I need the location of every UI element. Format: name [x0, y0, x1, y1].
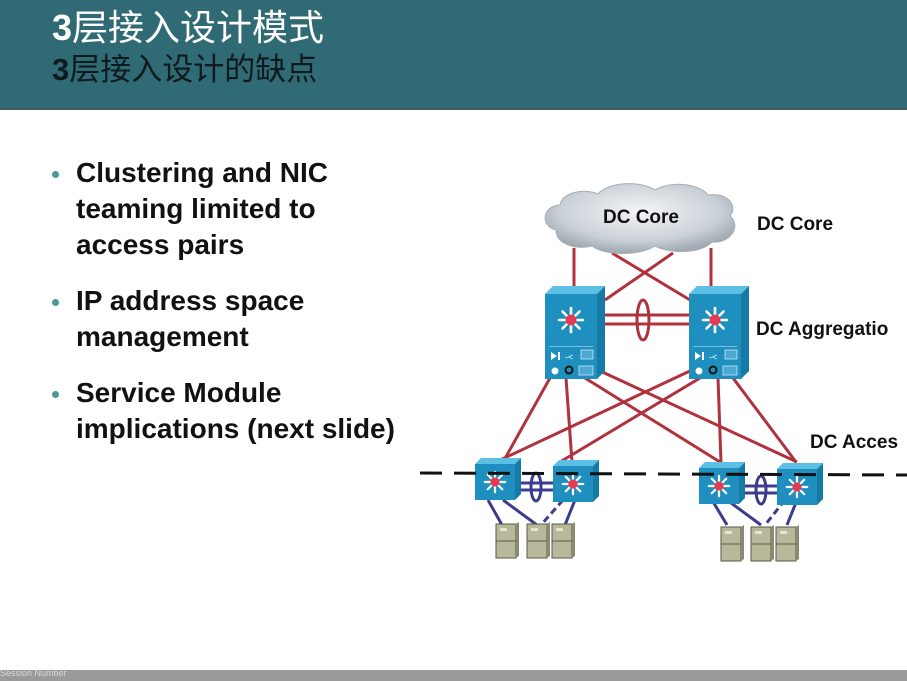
switch-star-icon: [483, 470, 507, 494]
dc-core-cloud-icon: DC Core: [544, 183, 736, 254]
server-icon: [720, 525, 744, 562]
aggregation-switch-left[interactable]: -<: [545, 286, 605, 379]
server-icon: [750, 525, 774, 562]
access-switch-4[interactable]: [777, 463, 823, 505]
aggregation-downlinks: [495, 368, 798, 464]
bullet-dot-icon: [52, 299, 59, 306]
svg-text:-<: -<: [709, 352, 717, 362]
access-server-links: [486, 498, 799, 527]
bullet-dot-icon: [52, 171, 59, 178]
layer-label-access: DC Acces: [810, 432, 898, 453]
bullet-dot-icon: [52, 391, 59, 398]
switch-star-icon: [707, 474, 731, 498]
slide-header: 3层接入设计模式 3层接入设计的缺点: [0, 0, 907, 110]
core-uplinks: [572, 248, 713, 302]
port-channel-icon: [529, 471, 543, 503]
access-switch-2[interactable]: [553, 460, 599, 502]
switch-star-icon: [785, 475, 809, 499]
layer-label-aggregation: DC Aggregatio: [756, 319, 888, 340]
cloud-label: DC Core: [603, 207, 679, 228]
slide-footer: Session Number: [0, 668, 907, 681]
slide-title: 3层接入设计模式: [52, 7, 325, 48]
footer-session-number: Session Number: [0, 668, 67, 678]
link: [611, 251, 691, 302]
switch-star-icon: [561, 472, 585, 496]
switch-star-icon: [701, 306, 729, 334]
port-channel-icon: [635, 298, 651, 342]
slide-subtitle: 3层接入设计的缺点: [52, 52, 318, 87]
access-boundary-line: [419, 471, 907, 477]
server-icon: [526, 522, 550, 559]
server-group-left: [495, 522, 575, 559]
link: [604, 251, 674, 302]
server-group-right: [720, 525, 799, 562]
access-switch-3[interactable]: [699, 462, 745, 504]
server-icon: [551, 522, 575, 559]
access-switch-1[interactable]: [475, 458, 521, 500]
port-channel-icon: [754, 474, 768, 506]
aggregation-switch-right[interactable]: -<: [689, 286, 749, 379]
switch-star-icon: [557, 306, 585, 334]
aggregation-interlink: [602, 298, 690, 342]
layer-label-core: DC Core: [757, 214, 833, 235]
server-icon: [495, 522, 519, 559]
svg-text:-<: -<: [565, 352, 573, 362]
server-icon: [775, 525, 799, 562]
